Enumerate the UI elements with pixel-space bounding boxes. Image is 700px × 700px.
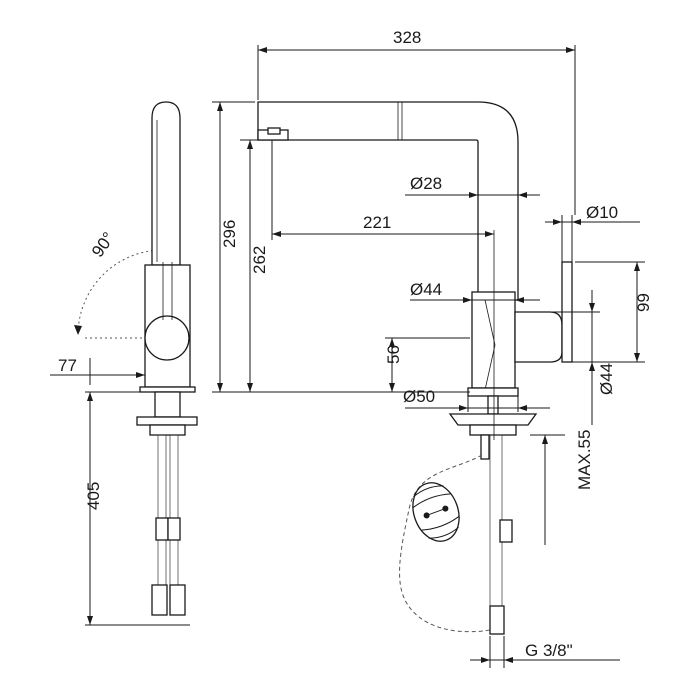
side-hose-left (157, 434, 167, 586)
dim-base-height: 56 (384, 345, 403, 364)
dim-total-height: 296 (220, 220, 239, 248)
dim-lever-diameter: Ø10 (586, 203, 618, 222)
dim-housing-diameter: Ø44 (597, 363, 616, 395)
hose-weight (412, 482, 460, 542)
front-view (212, 45, 645, 668)
side-nut (149, 424, 186, 436)
dim-body-diameter: Ø44 (410, 280, 442, 299)
side-hose-right (169, 434, 179, 586)
side-lever-hub (144, 315, 190, 361)
side-hose-end-right (169, 584, 186, 616)
dim-base-diameter: Ø50 (403, 387, 435, 406)
side-shank (154, 391, 181, 418)
shank (487, 395, 499, 415)
pull-out-connector (480, 434, 490, 460)
side-hose-fitting-left (155, 517, 169, 541)
front-hose-end (489, 605, 505, 635)
side-hose-end-left (151, 584, 168, 616)
deck-plate (448, 413, 538, 426)
hose-length-label: 405 (84, 482, 103, 510)
dim-spout-diameter: Ø28 (410, 174, 442, 193)
dim-thread: G 3/8" (525, 641, 573, 660)
side-spout (151, 101, 181, 266)
side-base (139, 386, 196, 393)
base-ring (467, 387, 519, 397)
side-plate (136, 416, 198, 426)
dim-spout-height: 262 (250, 246, 269, 274)
spout-arm (257, 101, 519, 301)
side-view (50, 101, 198, 626)
dim-lever-height: 99 (634, 293, 653, 312)
front-hose-fitting (499, 519, 513, 543)
dim-max-deck: MAX.55 (575, 430, 594, 490)
pull-out-hose-path (399, 454, 491, 633)
lever-offset-label: 77 (58, 356, 77, 375)
dim-total-reach: 328 (393, 28, 421, 47)
angle-label: 90° (88, 229, 118, 261)
deck-nut (469, 424, 517, 436)
side-hose-fitting-right (167, 517, 181, 541)
swing-arc (77, 249, 164, 336)
dim-spout-reach: 221 (363, 213, 391, 232)
lever-housing (514, 311, 563, 363)
